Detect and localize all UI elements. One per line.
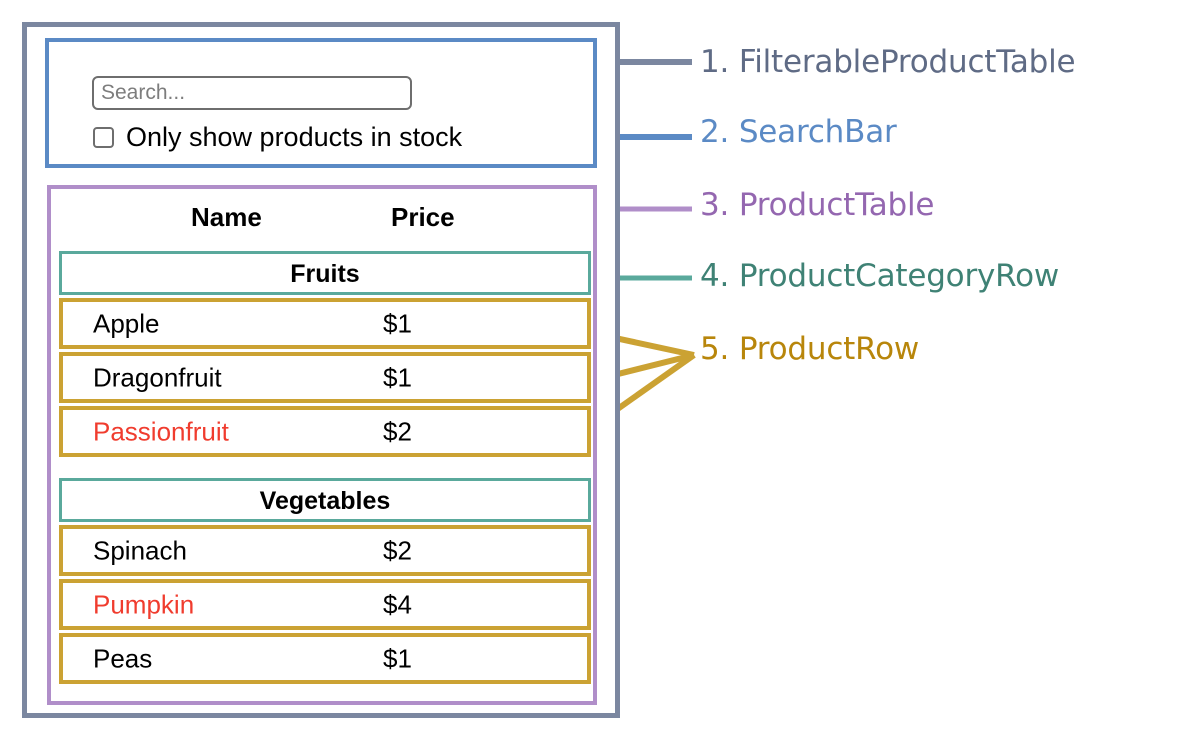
product-row-price: $1	[383, 308, 412, 338]
product-row-name: Apple	[93, 308, 160, 338]
in-stock-checkbox[interactable]	[93, 127, 114, 148]
search-bar: Only show products in stock	[45, 38, 597, 168]
legend-label-product-table: 3. ProductTable	[700, 187, 935, 223]
product-row-name: Peas	[93, 643, 153, 673]
product-row: Peas $1	[59, 633, 591, 684]
product-row-price: $4	[383, 589, 412, 619]
product-category-label: Fruits	[290, 259, 360, 288]
in-stock-filter[interactable]: Only show products in stock	[93, 124, 462, 151]
product-row-name: Passionfruit	[93, 416, 229, 446]
category-spacer	[59, 460, 591, 478]
column-header-name: Name	[191, 201, 262, 232]
product-category-row: Vegetables	[59, 478, 591, 522]
product-category-label: Vegetables	[259, 486, 391, 515]
product-row: Pumpkin $4	[59, 579, 591, 630]
product-row-name: Dragonfruit	[93, 362, 222, 392]
product-table-header: Name Price	[61, 197, 581, 237]
product-row-name: Spinach	[93, 535, 187, 565]
product-row-name: Pumpkin	[93, 589, 195, 619]
legend-label-product-category-row: 4. ProductCategoryRow	[700, 258, 1060, 294]
product-row: Apple $1	[59, 298, 591, 349]
in-stock-checkbox-label: Only show products in stock	[126, 122, 463, 152]
product-row-price: $2	[383, 416, 412, 446]
product-row: Dragonfruit $1	[59, 352, 591, 403]
product-table: Name Price Fruits Apple $1 Dragonfruit $…	[47, 185, 597, 705]
legend-label-search-bar: 2. SearchBar	[700, 114, 897, 150]
product-row-price: $2	[383, 535, 412, 565]
product-row-price: $1	[383, 362, 412, 392]
product-category-row: Fruits	[59, 251, 591, 295]
search-input[interactable]	[92, 76, 412, 110]
product-row-price: $1	[383, 643, 412, 673]
product-row: Spinach $2	[59, 525, 591, 576]
product-row: Passionfruit $2	[59, 406, 591, 457]
legend-label-product-row: 5. ProductRow	[700, 331, 920, 367]
legend-label-filterable-product-table: 1. FilterableProductTable	[700, 44, 1076, 80]
product-table-body: Fruits Apple $1 Dragonfruit $1 Passionfr…	[59, 251, 591, 687]
column-header-price: Price	[391, 201, 455, 232]
